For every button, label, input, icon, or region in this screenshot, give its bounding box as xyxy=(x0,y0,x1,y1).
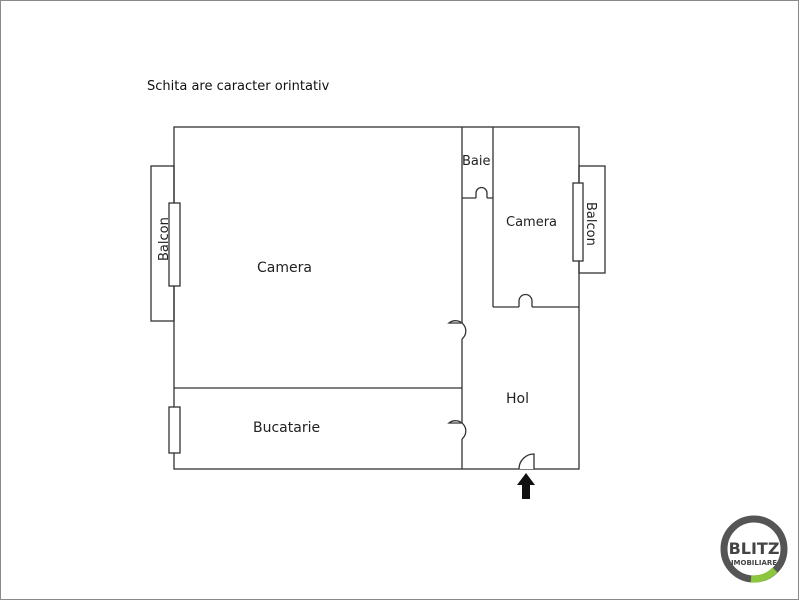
room-label-bucatarie: Bucatarie xyxy=(253,420,320,436)
room-label-camera: Camera xyxy=(257,260,312,276)
blitz-logo: BLITZ IMOBILIARE xyxy=(720,515,788,583)
door-arc-kitchen xyxy=(447,420,467,440)
door-arc-small-room xyxy=(518,293,533,307)
door-arc-bath xyxy=(475,186,488,198)
room-label-baie: Baie xyxy=(462,154,491,169)
door-arc-camera xyxy=(447,320,467,340)
logo-text: BLITZ xyxy=(729,539,780,558)
room-label-balcon-left: Balcon xyxy=(157,217,172,261)
bath-wall xyxy=(462,127,494,307)
room-label-camera-small: Camera xyxy=(506,215,557,230)
entrance-door xyxy=(518,453,535,470)
right-window xyxy=(572,182,584,262)
room-label-hol: Hol xyxy=(506,391,529,407)
logo-subtext: IMOBILIARE xyxy=(731,559,777,567)
kitchen-window xyxy=(168,406,181,454)
disclaimer-note: Schita are caracter orintativ xyxy=(147,79,330,94)
left-window xyxy=(168,202,181,287)
room-label-balcon-right: Balcon xyxy=(583,202,598,246)
entrance-arrow-icon xyxy=(517,473,535,499)
outer-walls xyxy=(173,126,580,470)
